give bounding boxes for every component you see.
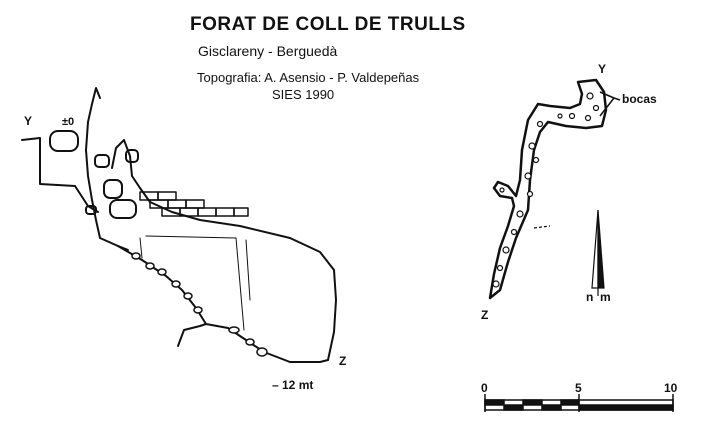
section-view xyxy=(21,87,337,363)
section-lower-lip xyxy=(177,323,207,347)
magnetic-north-label: m xyxy=(600,290,611,304)
section-left-wall xyxy=(85,87,129,251)
depth-label: – 12 mt xyxy=(272,378,314,392)
scale-label-5: 5 xyxy=(575,381,582,395)
true-north-label: n xyxy=(586,290,594,304)
scale-bar xyxy=(484,394,674,412)
plan-passage-outline xyxy=(488,78,608,300)
scale-label-0: 0 xyxy=(481,381,488,395)
plan-y-label: Y xyxy=(598,62,607,76)
map-title: FORAT DE COLL DE TRULLS xyxy=(190,14,466,35)
section-z-label: Z xyxy=(339,354,347,368)
plan-view xyxy=(488,78,621,300)
scale-label-10: 10 xyxy=(664,381,678,395)
org-year: SIES 1990 xyxy=(272,87,335,102)
topography-credit: Topografia: A. Asensio - P. Valdepeñas xyxy=(197,70,420,85)
entrances-label: bocas xyxy=(622,92,657,106)
north-arrow xyxy=(591,209,605,296)
entrances-pointer xyxy=(599,91,621,117)
datum-rock xyxy=(49,130,79,152)
datum-label: ±0 xyxy=(62,116,75,128)
section-y-label: Y xyxy=(24,114,33,128)
location-text: Gisclareny - Berguedà xyxy=(198,43,338,59)
plan-z-label: Z xyxy=(481,308,489,322)
